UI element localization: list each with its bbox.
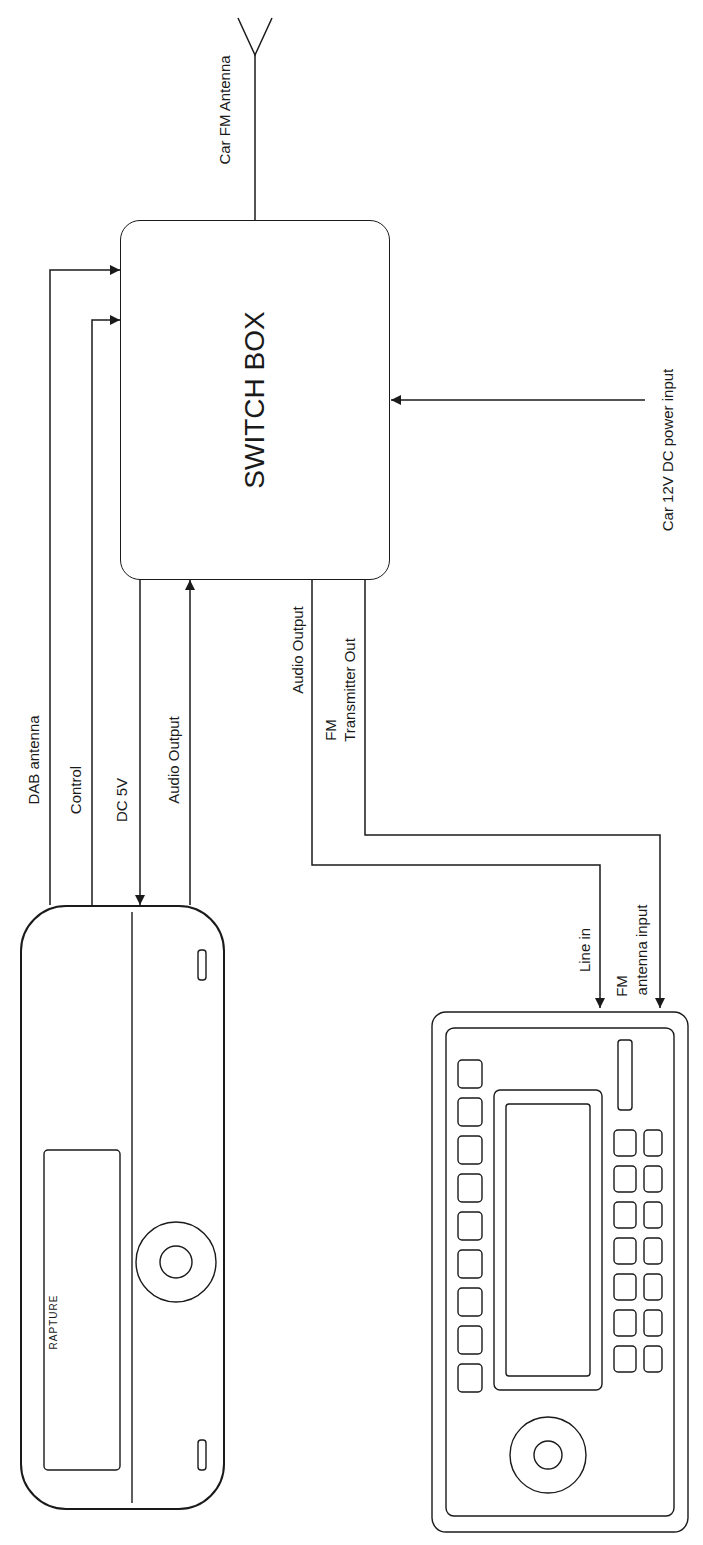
stereo-button bbox=[458, 1364, 482, 1392]
stereo-button bbox=[644, 1166, 662, 1192]
radio-knob-centre bbox=[160, 1246, 192, 1278]
antenna-label: Car FM Antenna bbox=[216, 55, 234, 164]
input-label: FM bbox=[613, 975, 631, 997]
input-label: Line in bbox=[576, 928, 594, 972]
stereo-button bbox=[644, 1130, 662, 1156]
dab-radio-illustration bbox=[44, 912, 216, 1503]
signal-label: DC 5V bbox=[113, 778, 131, 822]
radio-slot bbox=[198, 950, 206, 980]
input-label: antenna input bbox=[633, 905, 651, 996]
stereo-button bbox=[614, 1274, 636, 1300]
stereo-button bbox=[458, 1136, 482, 1164]
stereo-button bbox=[614, 1238, 636, 1264]
stereo-button bbox=[458, 1060, 482, 1088]
stereo-button bbox=[458, 1326, 482, 1354]
stereo-button bbox=[614, 1166, 636, 1192]
radio-knob bbox=[136, 1222, 216, 1302]
dab-radio: RAPTURE bbox=[20, 905, 225, 1510]
stereo-button bbox=[644, 1310, 662, 1336]
fm-transmitter-wire bbox=[365, 580, 660, 1008]
stereo-button bbox=[458, 1250, 482, 1278]
signal-label: FM bbox=[322, 719, 340, 741]
stereo-face bbox=[446, 1028, 674, 1516]
stereo-knob-centre bbox=[534, 1441, 562, 1469]
radio-screen bbox=[44, 1150, 120, 1470]
stereo-button bbox=[644, 1346, 662, 1372]
signal-label: Control bbox=[67, 766, 85, 814]
stereo-button bbox=[614, 1202, 636, 1228]
stereo-button bbox=[458, 1098, 482, 1126]
stereo-slot bbox=[618, 1040, 632, 1110]
brand-text: RAPTURE bbox=[48, 1295, 60, 1350]
stereo-button bbox=[644, 1238, 662, 1264]
radio-divider bbox=[131, 912, 132, 1503]
switch-box: SWITCH BOX bbox=[120, 220, 390, 580]
stereo-display-inner bbox=[506, 1104, 590, 1376]
stereo-button bbox=[614, 1346, 636, 1372]
antenna-lead bbox=[254, 55, 256, 220]
antenna-symbol bbox=[238, 18, 272, 55]
stereo-button bbox=[644, 1274, 662, 1300]
signal-wire bbox=[50, 270, 120, 905]
signal-wire bbox=[189, 580, 191, 905]
stereo-body bbox=[432, 1012, 688, 1532]
stereo-button bbox=[458, 1212, 482, 1240]
radio-slot bbox=[198, 1440, 206, 1470]
signal-label: Audio Output bbox=[289, 606, 307, 694]
stereo-knob bbox=[510, 1417, 586, 1493]
power-arrow bbox=[391, 399, 645, 401]
stereo-button bbox=[614, 1310, 636, 1336]
stereo-display bbox=[494, 1090, 602, 1390]
signal-label: Transmitter Out bbox=[341, 638, 359, 742]
signal-label: DAB antenna bbox=[25, 715, 43, 804]
node-title: SWITCH BOX bbox=[238, 311, 272, 488]
stereo-button bbox=[614, 1130, 636, 1156]
power-label: Car 12V DC power input bbox=[659, 369, 677, 532]
car-stereo-illustration bbox=[432, 1012, 688, 1532]
stereo-button bbox=[644, 1202, 662, 1228]
stereo-button bbox=[458, 1174, 482, 1202]
stereo-button bbox=[458, 1288, 482, 1316]
audio-output-wire bbox=[312, 580, 600, 1008]
signal-label: Audio Output bbox=[165, 716, 183, 804]
signal-wire bbox=[139, 580, 141, 905]
